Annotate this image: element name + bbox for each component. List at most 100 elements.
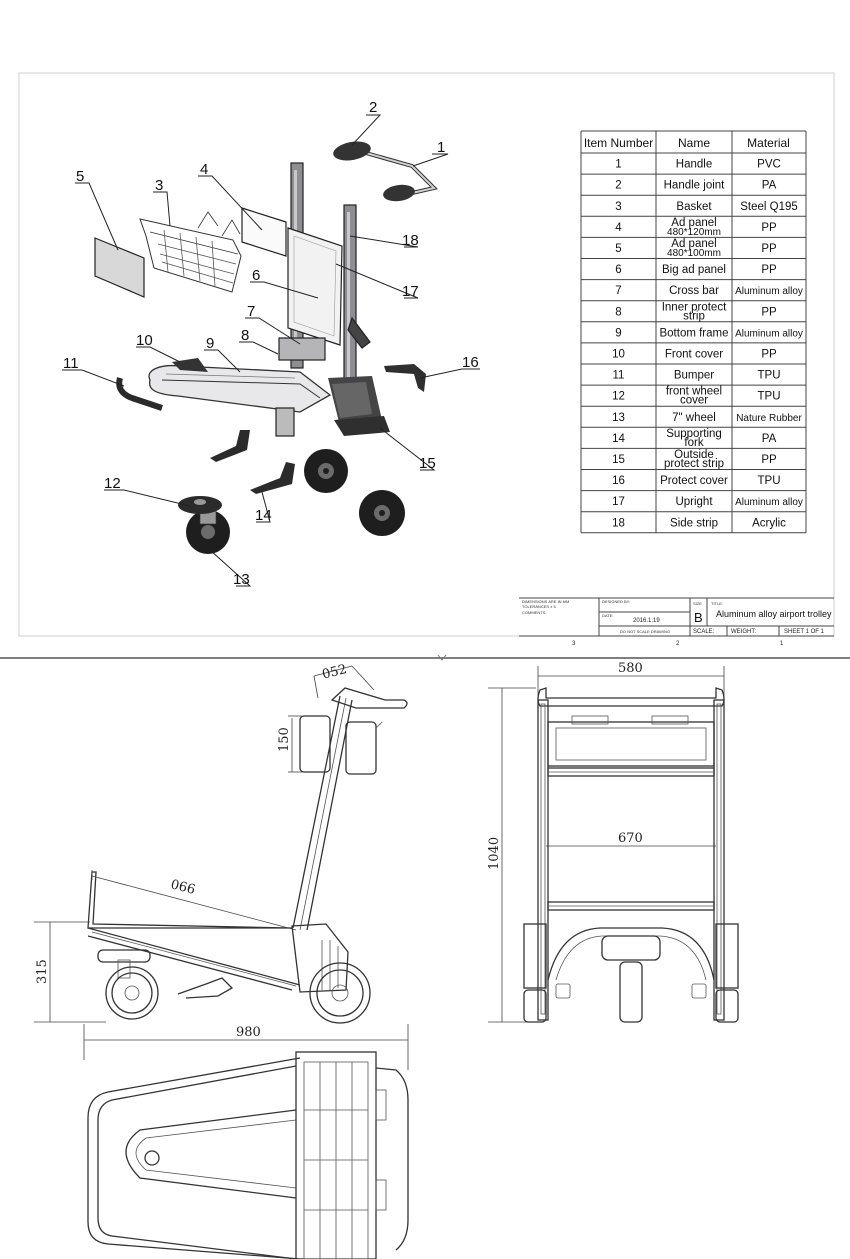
bom-name: Supporting <box>666 428 722 440</box>
bom-material: Aluminum alloy <box>735 328 803 339</box>
bom-name: Basket <box>676 201 712 213</box>
tolerances-note: TOLERANCES ± 5 <box>522 604 556 609</box>
bom-name: Side strip <box>670 517 718 529</box>
bom-item-number: 15 <box>612 454 625 466</box>
sheet-separator <box>0 654 850 661</box>
bom-material: PP <box>761 243 777 255</box>
bom-material: Steel Q195 <box>740 201 798 213</box>
bom-material: TPU <box>758 370 781 382</box>
dim-handle-offset: 052 <box>321 662 349 683</box>
bom-name: Cross bar <box>669 285 719 297</box>
dim-overall-length: 980 <box>236 1025 261 1040</box>
callout-4: 4 <box>200 161 208 178</box>
callout-11: 11 <box>63 355 79 372</box>
bom-name: Ad panel <box>671 217 716 229</box>
outside-protect-strip-part <box>328 376 390 436</box>
bom-name: Upright <box>675 496 713 508</box>
bom-item-number: 7 <box>615 285 621 297</box>
bom-row: 18 Side strip Acrylic <box>612 517 786 529</box>
bom-name-line2: cover <box>680 395 708 407</box>
dim-overall-height: 1040 <box>487 837 502 870</box>
bom-row: 3 Basket Steel Q195 <box>615 201 797 213</box>
ad-panel-5-part <box>94 237 145 298</box>
exploded-view-sheet <box>18 72 835 637</box>
callout-leaders <box>62 114 480 587</box>
bom-material: Acrylic <box>752 517 786 529</box>
bom-item-number: 5 <box>615 243 621 255</box>
zone-3: 3 <box>572 641 576 647</box>
callout-8: 8 <box>241 327 249 344</box>
front-wheel-cover-part <box>178 496 222 514</box>
side-view: 052 150 066 315 <box>34 662 408 1024</box>
callout-13: 13 <box>233 571 250 588</box>
bom-item-number: 1 <box>615 159 621 171</box>
bom-name-line2: protect strip <box>664 458 724 470</box>
bom-material: PP <box>761 264 777 276</box>
bumper-part <box>116 377 163 411</box>
scale-label: SCALE: <box>693 629 715 635</box>
zone-1: 1 <box>780 641 784 647</box>
callout-18: 18 <box>402 232 419 249</box>
bom-row: 10 Front cover PP <box>612 348 777 360</box>
bom-item-number: 12 <box>612 391 625 403</box>
zone-2: 2 <box>676 641 680 647</box>
protect-cover-part <box>384 364 426 392</box>
callout-16: 16 <box>462 354 479 371</box>
bom-material: PVC <box>757 159 781 171</box>
bom-name-line2: 480*100mm <box>667 248 721 259</box>
basket-part <box>139 211 242 293</box>
bom-item-number: 2 <box>615 180 621 192</box>
dimensions-note: DIMENSIONS ARE IN MM <box>522 599 569 604</box>
bom-row: 9 Bottom frame Aluminum alloy <box>615 327 803 339</box>
callout-numbers: 1 2 3 4 5 6 7 8 9 10 11 16 12 13 14 15 1… <box>63 99 479 588</box>
bom-material: PP <box>761 454 777 466</box>
cross-bar-part <box>278 316 371 361</box>
bom-name: Bottom frame <box>659 327 728 339</box>
bom-name: Front cover <box>665 348 723 360</box>
bom-material: Aluminum alloy <box>735 286 803 297</box>
bom-header-item-number: Item Number <box>584 136 653 150</box>
bom-header-material: Material <box>747 136 790 150</box>
bom-name-line2: 480*120mm <box>667 227 721 238</box>
callout-1: 1 <box>437 139 445 156</box>
bom-material: PP <box>761 306 777 318</box>
bom-material: PP <box>761 222 777 234</box>
callout-5: 5 <box>76 168 84 185</box>
dim-panel-height: 150 <box>277 727 292 752</box>
bom-material: TPU <box>758 475 781 487</box>
bom-item-number: 13 <box>612 412 625 424</box>
bom-material: PP <box>761 348 777 360</box>
bom-item-number: 10 <box>612 348 625 360</box>
bom-row: 7 Cross bar Aluminum alloy <box>615 285 803 297</box>
bom-name: front wheel <box>666 386 722 398</box>
title-label: TITLE: <box>711 601 723 606</box>
bom-material: PA <box>762 180 777 192</box>
dim-overall-width: 580 <box>618 661 643 676</box>
wheel-part <box>186 449 405 554</box>
dim-base-height: 315 <box>35 959 50 984</box>
callout-10: 10 <box>136 332 153 349</box>
bom-item-number: 3 <box>615 201 621 213</box>
size-label: SIZE <box>693 601 702 606</box>
front-view: 580 1040 670 <box>487 661 739 1023</box>
bom-name: Big ad panel <box>662 264 726 276</box>
bom-item-number: 9 <box>615 327 621 339</box>
callout-9: 9 <box>206 335 214 352</box>
bom-item-number: 18 <box>612 517 625 529</box>
bom-item-number: 17 <box>612 496 625 508</box>
callout-3: 3 <box>155 177 163 194</box>
callout-12: 12 <box>104 475 121 492</box>
front-cover-part <box>172 358 208 372</box>
callout-17: 17 <box>402 283 419 300</box>
